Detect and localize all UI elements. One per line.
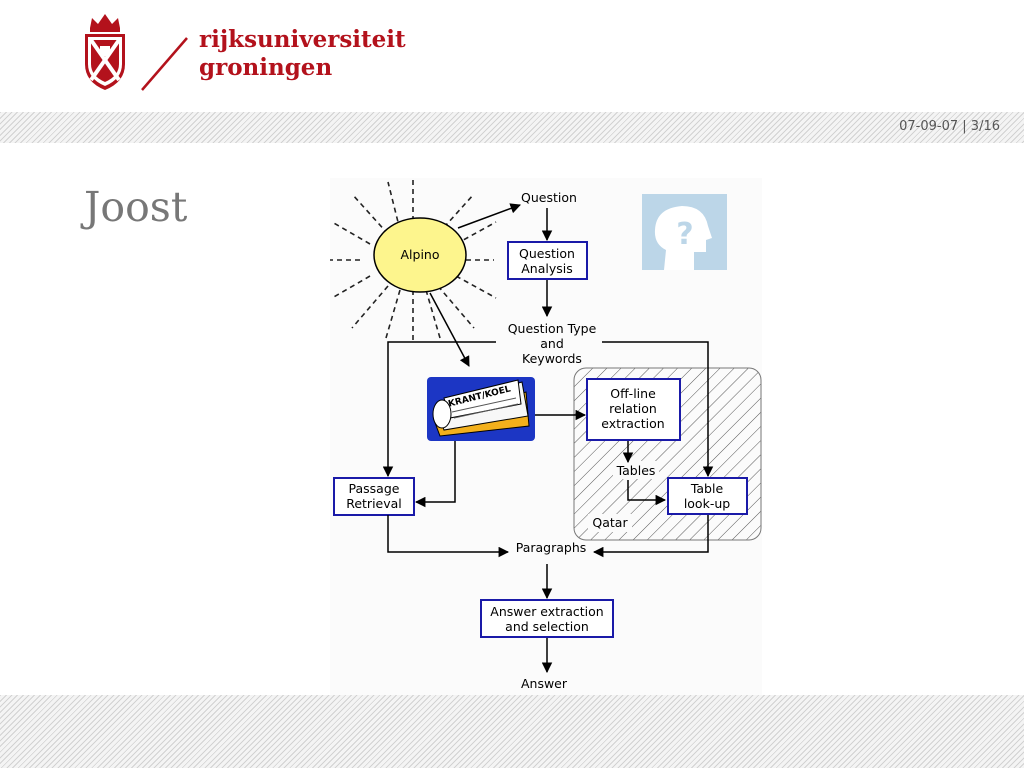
question-analysis-box bbox=[507, 241, 588, 280]
header-band bbox=[0, 112, 1024, 143]
shield-icon bbox=[85, 34, 125, 90]
alpino-label: Alpino bbox=[400, 247, 439, 262]
question-label: Question bbox=[521, 190, 577, 205]
passage-retrieval-line-2: Retrieval bbox=[346, 496, 402, 511]
tables-label: Tables bbox=[616, 463, 656, 478]
logo-slash bbox=[141, 37, 188, 91]
question-type-line-2: and bbox=[540, 336, 564, 351]
question-head-icon: ? bbox=[642, 194, 727, 270]
alpino-sun bbox=[373, 217, 467, 293]
qatar-label: Qatar bbox=[592, 515, 628, 530]
corpus-to-passage-arrow bbox=[414, 441, 456, 508]
slide-title: Joost bbox=[84, 183, 188, 231]
question-analysis-line-1: Question bbox=[519, 246, 575, 261]
qatar-label-bg bbox=[588, 514, 632, 532]
offline-line-1: Off-line bbox=[610, 386, 656, 401]
question-type-line-3: Keywords bbox=[522, 351, 582, 366]
sun-rays bbox=[330, 178, 497, 342]
type-to-lookup-arrow bbox=[602, 341, 714, 478]
logo-wordmark: rijksuniversiteit groningen bbox=[199, 26, 406, 82]
question-type-line-1: Question Type bbox=[508, 321, 597, 336]
footer-band bbox=[0, 695, 1024, 768]
newspaper-corpus-icon: KRANT/KOEL bbox=[427, 377, 535, 441]
answer-extraction-line-2: and selection bbox=[505, 619, 589, 634]
logo-line-1: rijksuniversiteit bbox=[199, 26, 406, 53]
crown-icon bbox=[90, 14, 120, 32]
university-logo-icon bbox=[85, 14, 188, 91]
tables-label-bg bbox=[613, 461, 659, 479]
passage-retrieval-box bbox=[333, 477, 415, 516]
offline-extraction-box bbox=[586, 378, 681, 441]
svg-text:?: ? bbox=[676, 217, 693, 252]
tables-to-lookup-arrow bbox=[627, 480, 667, 506]
type-to-passage-arrow bbox=[382, 341, 496, 478]
passage-to-paragraphs-arrow bbox=[387, 515, 510, 558]
table-lookup-box bbox=[667, 477, 748, 515]
offline-line-3: extraction bbox=[601, 416, 664, 431]
offline-line-2: relation bbox=[609, 401, 657, 416]
paragraphs-label: Paragraphs bbox=[516, 540, 587, 555]
alpino-to-corpus-arrow bbox=[429, 292, 470, 367]
table-lookup-line-1: Table bbox=[690, 481, 724, 496]
answer-extraction-box bbox=[480, 599, 614, 638]
question-analysis-line-2: Analysis bbox=[521, 261, 573, 276]
table-lookup-line-2: look-up bbox=[684, 496, 730, 511]
answer-extraction-line-1: Answer extraction bbox=[490, 604, 603, 619]
slide-date-page: 07-09-07 | 3/16 bbox=[899, 119, 1000, 134]
passage-retrieval-line-1: Passage bbox=[349, 481, 400, 496]
answer-label: Answer bbox=[521, 676, 568, 691]
lookup-to-paragraphs-arrow bbox=[592, 515, 709, 558]
logo-line-2: groningen bbox=[199, 54, 333, 81]
alpino-to-question-arrow bbox=[457, 203, 521, 229]
